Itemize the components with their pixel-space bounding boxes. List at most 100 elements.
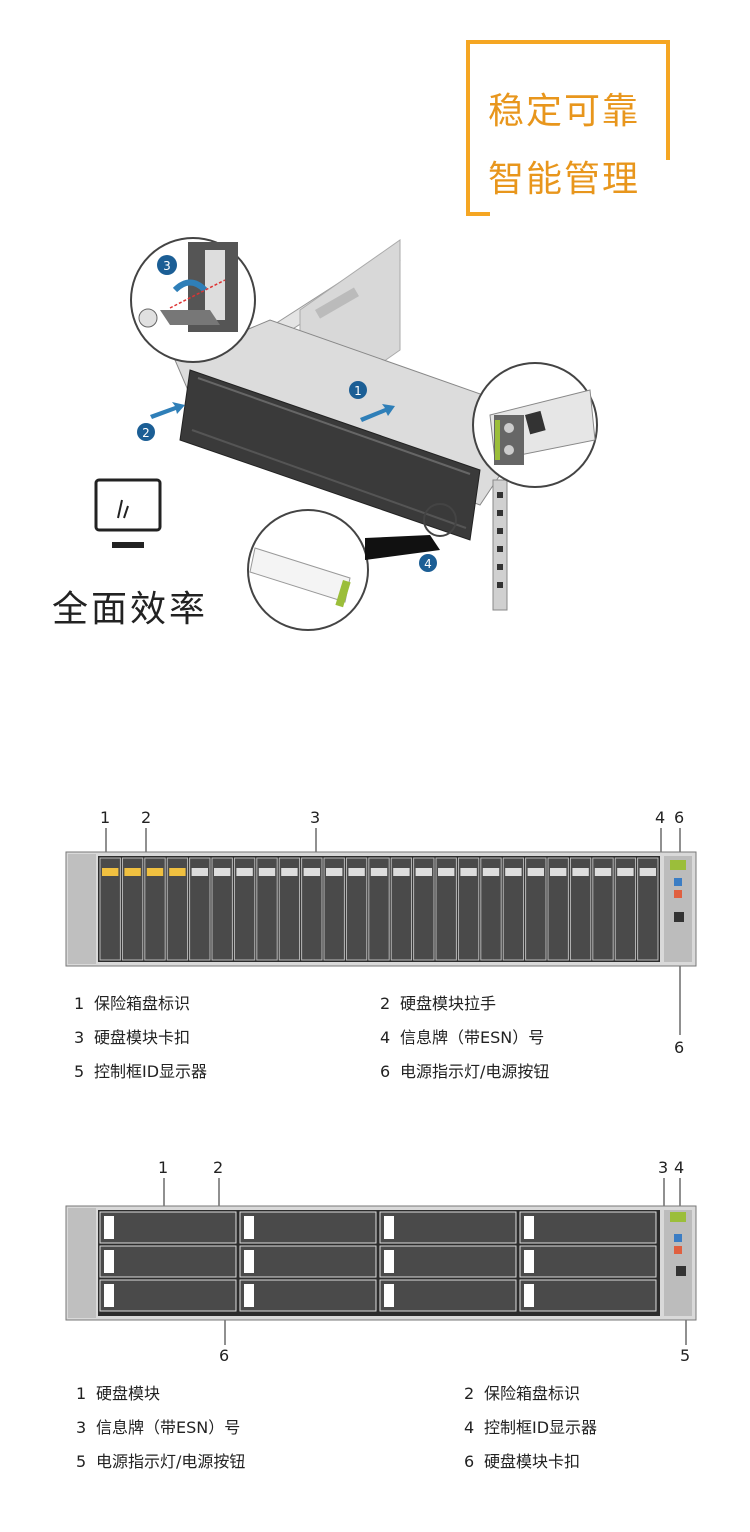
drive-bay <box>379 1279 517 1312</box>
svg-text:1: 1 <box>354 384 362 398</box>
drive-handle <box>524 1216 534 1239</box>
drive-bay <box>519 1245 657 1278</box>
drive-bay <box>99 1279 237 1312</box>
chassis-12-bay-drawing <box>65 1178 697 1345</box>
drive-bay-label <box>281 868 298 876</box>
drive-bay-label <box>505 868 522 876</box>
drive-bay <box>637 857 659 961</box>
drive-bay <box>525 857 547 961</box>
drive-bay <box>144 857 166 961</box>
drive-handle <box>384 1250 394 1273</box>
drive-bay <box>368 857 390 961</box>
drive-bay-label <box>191 868 208 876</box>
drive-bay <box>379 1245 517 1278</box>
drive-bay <box>99 1245 237 1278</box>
slogan-frame-bottom <box>466 212 490 216</box>
drive-bays-12 <box>99 1211 657 1312</box>
drive-bay <box>502 857 525 961</box>
callout-2: 2 <box>213 1158 224 1177</box>
drive-handle <box>104 1250 114 1273</box>
drive-bay <box>480 857 502 961</box>
drive-bay-label <box>102 868 119 876</box>
drive-bay <box>99 857 121 961</box>
drive-bay <box>569 857 592 961</box>
drive-handle <box>524 1284 534 1307</box>
drive-bay <box>519 1211 657 1244</box>
drive-bay-label <box>326 868 343 876</box>
drive-bay-label <box>348 868 365 876</box>
drive-bay <box>614 857 637 961</box>
callout-1: 1 <box>100 808 111 827</box>
insert-arrow-icon <box>360 404 395 422</box>
drive-bay <box>301 857 323 961</box>
callout-6: 6 <box>219 1346 230 1365</box>
callout-4: 4 <box>655 808 666 827</box>
drive-handle <box>244 1250 254 1273</box>
drive-bay <box>121 857 144 961</box>
slogan-line-1: 稳定可靠 <box>488 91 641 132</box>
drive-handle <box>524 1250 534 1273</box>
drive-bay-label <box>303 868 320 876</box>
drive-bay <box>239 1211 377 1244</box>
slogan-box: 稳定可靠 智能管理 <box>466 40 670 216</box>
drive-bay-label <box>617 868 634 876</box>
drive-bay-label <box>393 868 410 876</box>
drive-bay-label <box>236 868 253 876</box>
step-badge-3: 3 <box>157 255 177 275</box>
section-title: 全面效率 <box>52 589 209 630</box>
drive-bay <box>379 1211 517 1244</box>
chassis-25-bay-drawing <box>65 828 697 1035</box>
drive-bay <box>547 857 569 961</box>
drive-handle <box>384 1284 394 1307</box>
svg-text:2: 2 <box>142 426 150 440</box>
drive-handle <box>244 1216 254 1239</box>
drive-bay-label <box>258 868 276 876</box>
callout-1: 1 <box>158 1158 169 1177</box>
drive-bay-label <box>370 868 388 876</box>
drive-handle <box>104 1284 114 1307</box>
slogan-line-2: 智能管理 <box>488 159 641 200</box>
callout-6-bottom: 6 <box>674 1038 685 1057</box>
callout-3: 3 <box>658 1158 669 1177</box>
drive-handle <box>384 1216 394 1239</box>
step-badge-1: 1 <box>349 381 367 399</box>
step-badge-4: 4 <box>419 554 437 572</box>
drive-bay-label <box>415 868 432 876</box>
drive-bay-label <box>639 868 656 876</box>
monitor-icon <box>94 478 162 548</box>
drive-bay-label <box>572 868 589 876</box>
svg-text:3: 3 <box>163 259 171 273</box>
drive-bay <box>390 857 413 961</box>
drive-bay-label <box>460 868 477 876</box>
drive-bay <box>413 857 435 961</box>
drive-bay <box>323 857 345 961</box>
drive-bays <box>191 377 471 529</box>
callout-2: 2 <box>141 808 152 827</box>
drive-bay-label <box>169 868 186 876</box>
slogan-frame-right <box>666 40 670 160</box>
callout-4: 4 <box>674 1158 685 1177</box>
slogan-frame <box>466 40 670 216</box>
drive-bay <box>189 857 211 961</box>
drive-bay <box>457 857 480 961</box>
callout-6-top: 6 <box>674 808 685 827</box>
drive-handle <box>104 1216 114 1239</box>
drive-bay-label <box>124 868 141 876</box>
drive-bay-label <box>594 868 612 876</box>
step-badge-2: 2 <box>137 423 155 441</box>
drive-bay-label <box>438 868 455 876</box>
svg-text:4: 4 <box>424 557 432 571</box>
drive-bay <box>256 857 278 961</box>
drive-bay <box>211 857 233 961</box>
